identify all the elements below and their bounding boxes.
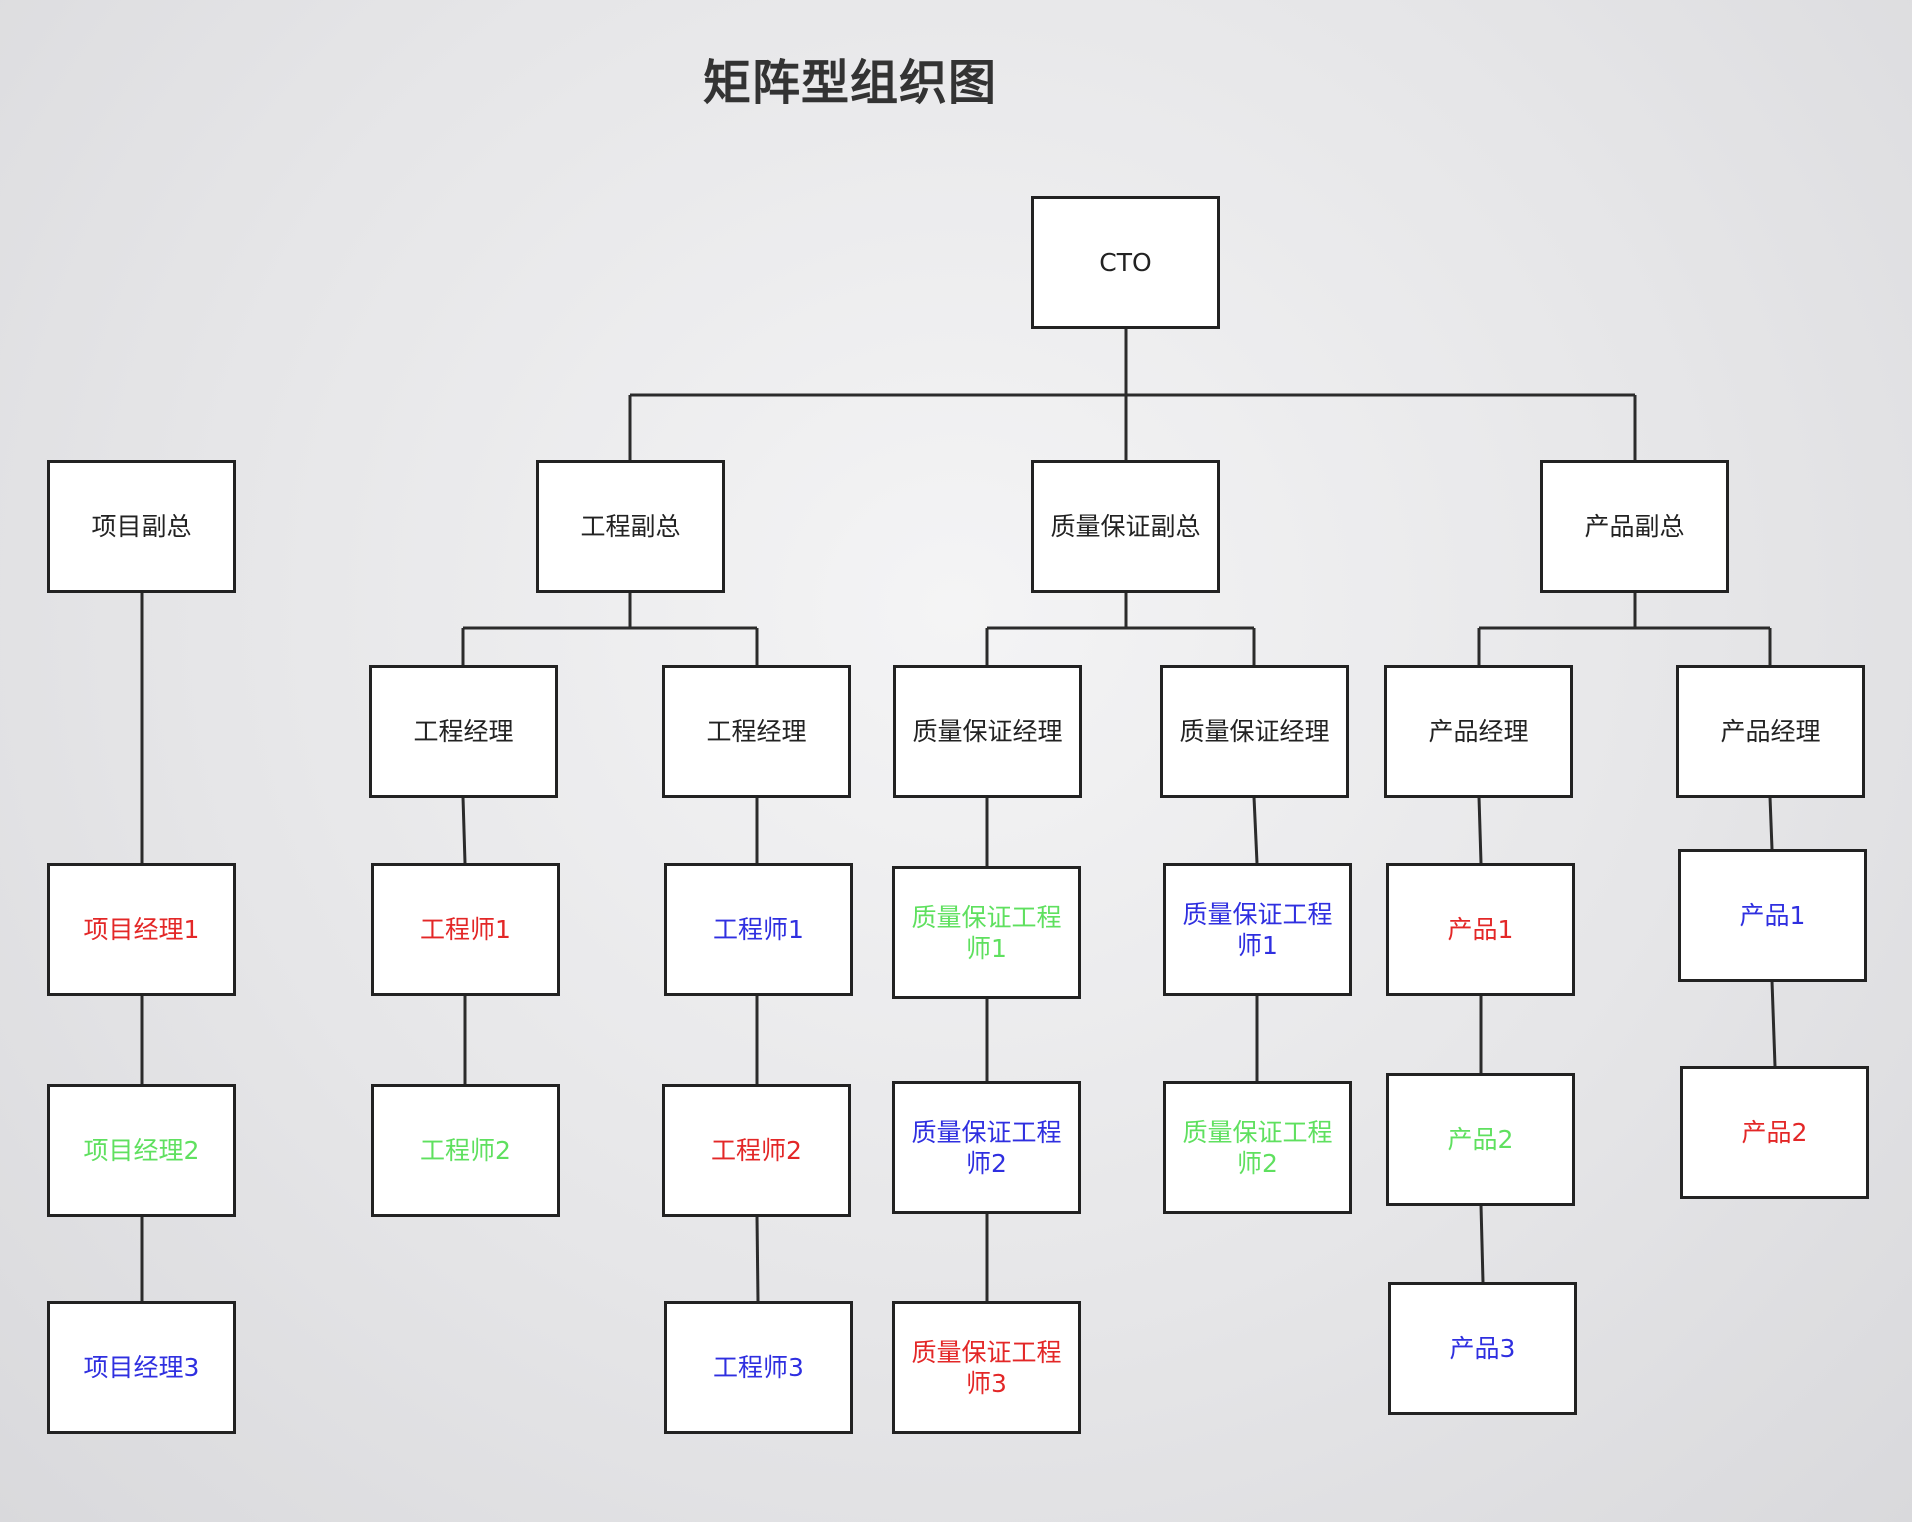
node-label: 产品2: [1447, 1125, 1514, 1154]
node-cto: CTO: [1031, 196, 1220, 329]
node-engineer: 工程师2: [662, 1084, 851, 1217]
chart-title: 矩阵型组织图: [702, 55, 997, 111]
node-qa-engineer: 质量保证工程师1: [892, 866, 1081, 999]
node-qa-engineer: 质量保证工程师1: [1163, 863, 1352, 996]
node-vp-product: 产品副总: [1540, 460, 1729, 593]
node-label: 项目副总: [91, 512, 192, 541]
node-qa-manager-1: 质量保证经理: [893, 665, 1082, 798]
node-engineer: 工程师2: [371, 1084, 560, 1217]
node-label: 质量保证工程师2: [911, 1117, 1062, 1178]
connector: [1477, 796, 1483, 864]
node-label: 项目经理2: [83, 1136, 200, 1165]
connector: [461, 796, 467, 864]
node-engineer: 工程师1: [371, 863, 560, 996]
node-label: 质量保证副总: [1050, 512, 1201, 541]
node-product-manager-2: 产品经理: [1676, 665, 1865, 798]
node-label: 工程经理: [413, 717, 514, 746]
node-eng-manager-2: 工程经理: [662, 665, 851, 798]
node-label: 产品经理: [1720, 717, 1821, 746]
node-label: 质量保证工程师3: [911, 1337, 1062, 1398]
node-label: 产品3: [1449, 1334, 1516, 1363]
node-product: 产品3: [1388, 1282, 1577, 1415]
node-qa-engineer: 质量保证工程师3: [892, 1301, 1081, 1434]
node-vp-engineering: 工程副总: [536, 460, 725, 593]
node-label: 工程经理: [706, 717, 807, 746]
node-label: 质量保证工程师2: [1182, 1117, 1333, 1178]
connector: [1768, 796, 1774, 850]
connector: [1479, 1204, 1485, 1283]
node-qa-manager-2: 质量保证经理: [1160, 665, 1349, 798]
node-label: 项目经理3: [83, 1353, 200, 1382]
node-label: 质量保证工程师1: [911, 902, 1062, 963]
node-vp-project: 项目副总: [47, 460, 236, 593]
node-project-manager-1: 项目经理1: [47, 863, 236, 996]
node-project-manager-2: 项目经理2: [47, 1084, 236, 1217]
node-product-manager-1: 产品经理: [1384, 665, 1573, 798]
node-vp-qa: 质量保证副总: [1031, 460, 1220, 593]
node-label: 工程师1: [420, 915, 511, 944]
node-label: 工程师2: [420, 1136, 511, 1165]
node-label: 项目经理1: [83, 915, 200, 944]
node-label: 工程师2: [711, 1136, 802, 1165]
connector: [755, 1215, 760, 1302]
node-engineer: 工程师1: [664, 863, 853, 996]
node-eng-manager-1: 工程经理: [369, 665, 558, 798]
node-qa-engineer: 质量保证工程师2: [1163, 1081, 1352, 1214]
node-product: 产品2: [1386, 1073, 1575, 1206]
node-product: 产品1: [1678, 849, 1867, 982]
node-label: 产品经理: [1428, 717, 1529, 746]
node-label: 产品2: [1741, 1118, 1808, 1147]
node-product: 产品1: [1386, 863, 1575, 996]
node-label: 工程师1: [713, 915, 804, 944]
node-label: 产品1: [1739, 901, 1806, 930]
node-engineer: 工程师3: [664, 1301, 853, 1434]
node-label: 质量保证经理: [1179, 717, 1330, 746]
node-qa-engineer: 质量保证工程师2: [892, 1081, 1081, 1214]
node-label: 产品1: [1447, 915, 1514, 944]
node-label: 质量保证经理: [912, 717, 1063, 746]
node-product: 产品2: [1680, 1066, 1869, 1199]
node-label: CTO: [1099, 248, 1152, 277]
node-label: 质量保证工程师1: [1182, 899, 1333, 960]
node-label: 工程副总: [580, 512, 681, 541]
node-label: 工程师3: [713, 1353, 804, 1382]
node-project-manager-3: 项目经理3: [47, 1301, 236, 1434]
connector: [1252, 796, 1259, 864]
node-label: 产品副总: [1584, 512, 1685, 541]
connector: [1770, 980, 1777, 1067]
